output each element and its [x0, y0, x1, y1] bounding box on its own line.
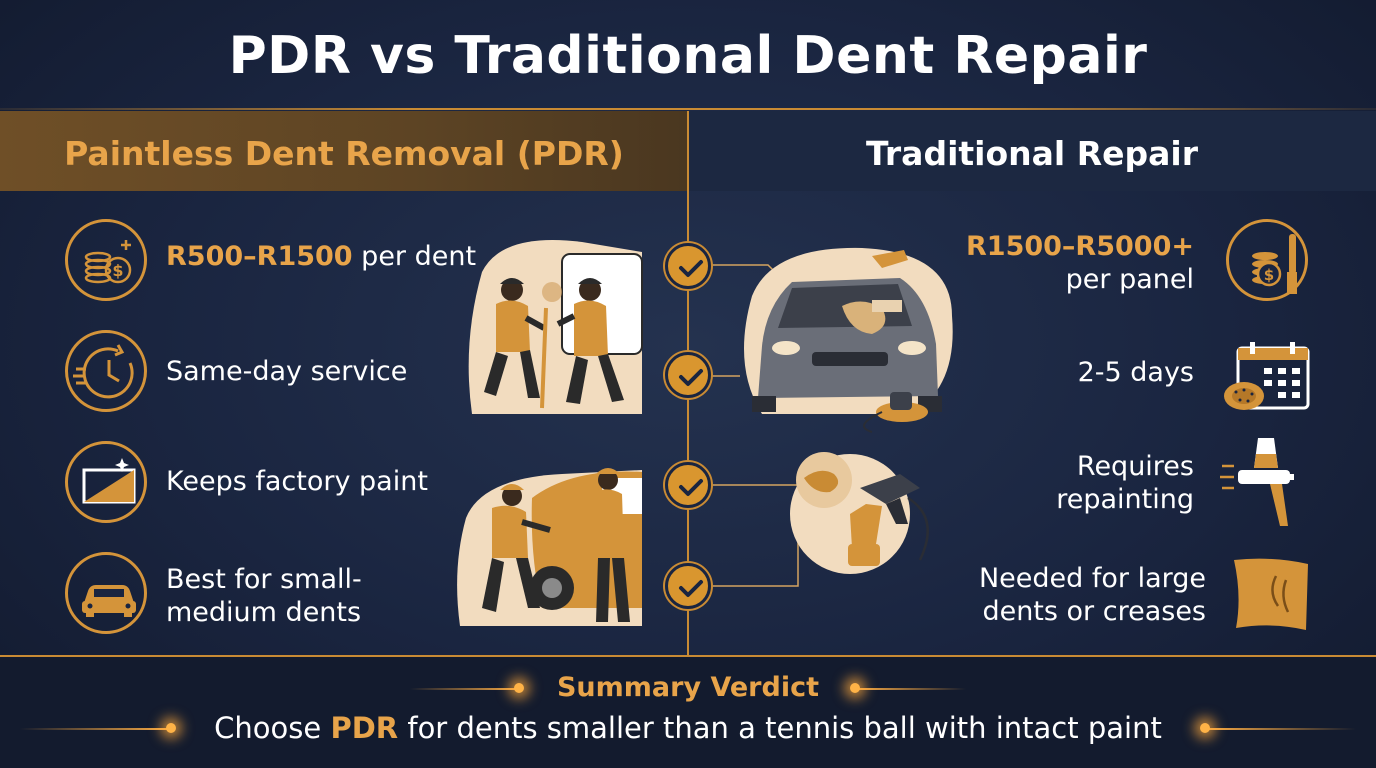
- summary-left-line: [20, 728, 170, 730]
- summary-right-line: [1206, 728, 1356, 730]
- check-icon: [665, 243, 711, 289]
- summary-area: [0, 657, 1376, 768]
- svg-text:$: $: [112, 261, 123, 280]
- verdict-suffix: for dents smaller than a tennis ball wit…: [398, 711, 1162, 745]
- traditional-paint-line1: Requires: [1076, 451, 1194, 482]
- pdr-time: Same-day service: [166, 356, 408, 387]
- page-title: PDR vs Traditional Dent Repair: [228, 26, 1148, 86]
- car-icon: [65, 552, 147, 634]
- verdict-prefix: Choose: [214, 711, 331, 745]
- pdr-technicians-illustration: [468, 240, 643, 414]
- traditional-car-illustration: [744, 247, 953, 433]
- summary-right-spark: [1200, 723, 1210, 733]
- traditional-price-unit: per panel: [1065, 264, 1194, 295]
- verdict-left-spark: [514, 683, 524, 693]
- verdict-highlight: PDR: [330, 711, 399, 745]
- traditional-header: Traditional Repair: [866, 134, 1198, 173]
- pdr-paint: Keeps factory paint: [166, 466, 428, 497]
- pdr-price: R500–R1500 per dent: [166, 240, 476, 273]
- verdict-right-line: [856, 688, 966, 690]
- header-divider: [0, 108, 1376, 110]
- pdr-best-for-line2: medium dents: [166, 597, 362, 628]
- summary-left-spark: [166, 723, 176, 733]
- check-icon: [665, 563, 711, 609]
- traditional-header-band: [688, 111, 1376, 191]
- pdr-car-door-illustration: [457, 468, 642, 626]
- pdr-price-unit: per dent: [352, 241, 477, 272]
- coins-brush-icon: $: [1226, 219, 1308, 301]
- traditional-best-for-line1: Needed for large: [978, 563, 1206, 594]
- traditional-paint-line2: repainting: [1056, 484, 1194, 515]
- pdr-header: Paintless Dent Removal (PDR): [64, 134, 624, 173]
- verdict-left-line: [410, 688, 520, 690]
- verdict-title: Summary Verdict: [556, 672, 819, 703]
- pdr-price-value: R500–R1500: [166, 241, 353, 272]
- spray-gun-icon: [1218, 434, 1308, 539]
- pdr-best-for: Best for small- medium dents: [166, 563, 362, 629]
- pdr-header-band: [0, 111, 688, 191]
- traditional-price-value: R1500–R5000+: [966, 231, 1194, 262]
- verdict-right-spark: [850, 683, 860, 693]
- creased-panel-icon: [1232, 556, 1312, 641]
- calendar-sander-icon: [1222, 338, 1312, 423]
- traditional-price: R1500–R5000+ per panel: [874, 230, 1194, 296]
- clock-icon: [65, 330, 147, 412]
- footer-divider: [0, 655, 1376, 657]
- traditional-paint: Requires repainting: [874, 450, 1194, 516]
- traditional-best-for: Needed for large dents or creases: [866, 562, 1206, 628]
- verdict-text: Choose PDR for dents smaller than a tenn…: [0, 711, 1376, 745]
- spray-paint-illustration: [790, 452, 929, 574]
- traditional-best-for-line2: dents or creases: [982, 596, 1206, 627]
- check-icon: [665, 462, 711, 508]
- paint-panel-icon: [65, 441, 147, 523]
- coins-dollar-icon: $: [65, 219, 147, 301]
- check-icon: [665, 352, 711, 398]
- traditional-time: 2-5 days: [1077, 357, 1194, 388]
- svg-text:$: $: [1264, 266, 1274, 284]
- pdr-best-for-line1: Best for small-: [166, 564, 362, 595]
